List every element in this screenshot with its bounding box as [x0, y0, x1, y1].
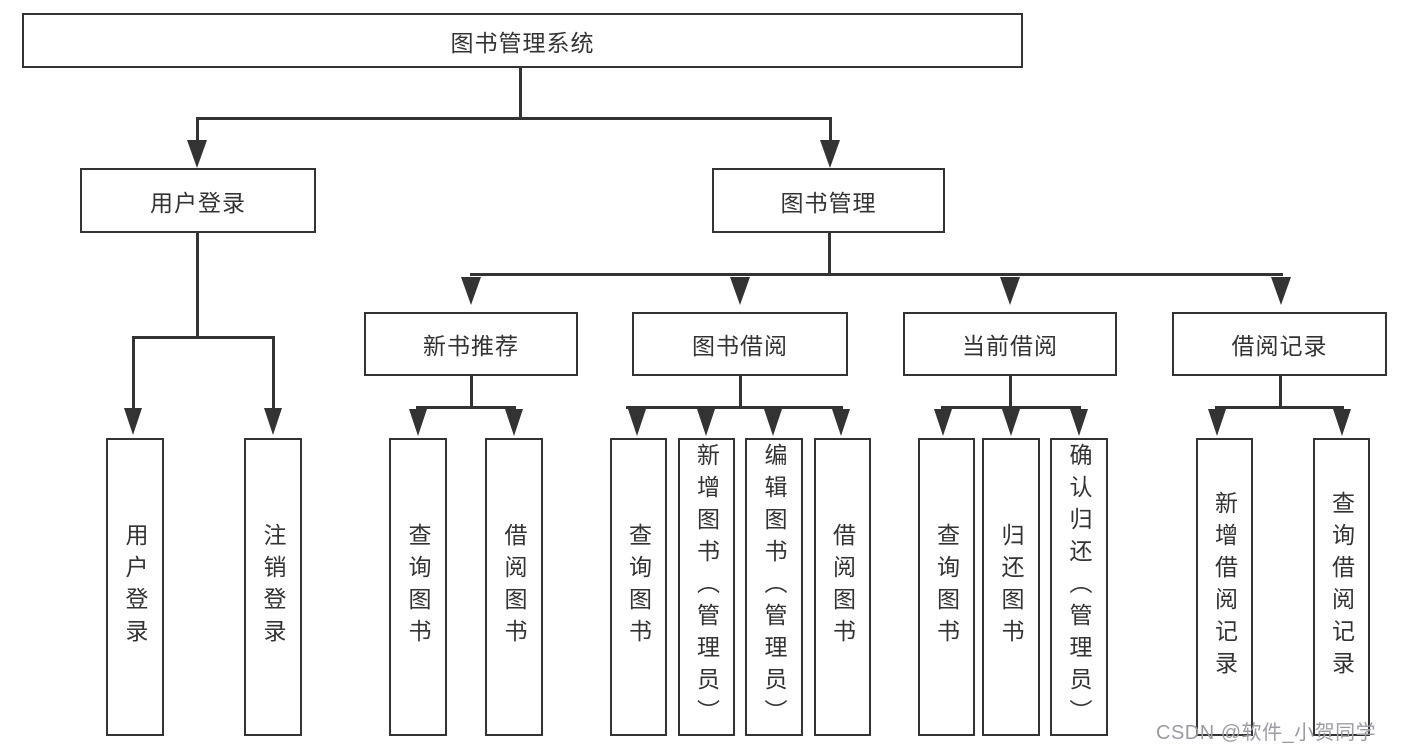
leaf-confirm-return-admin: 确认归还（管理员）: [1050, 438, 1108, 736]
leaf-add-borrow-record: 新增借阅记录: [1196, 438, 1253, 736]
arrowhead-down-icon: [409, 409, 427, 436]
leaf-query-books-recommend: 查询图书: [389, 438, 447, 736]
connector-book-management-stem: [828, 233, 831, 276]
connector-level3-horizontal: [470, 273, 1283, 276]
connector-root-stem: [519, 68, 522, 120]
arrowhead-down-icon: [697, 409, 715, 436]
leaf-confirm-return-admin-label: 确认归还（管理员）: [1066, 443, 1092, 731]
leaf-add-book-admin: 新增图书（管理员）: [678, 438, 735, 736]
node-current-borrow: 当前借阅: [903, 312, 1117, 376]
arrowhead-down-icon: [1333, 409, 1351, 436]
leaf-query-books-current-label: 查询图书: [933, 523, 960, 651]
leaf-query-borrow-record-label: 查询借阅记录: [1328, 491, 1355, 683]
connector-current-borrow-stem: [1009, 376, 1012, 409]
node-borrow-records-label: 借阅记录: [1231, 333, 1328, 359]
connector-borrow-records-stem: [1279, 376, 1282, 409]
connector-book-borrow-horizontal: [626, 406, 843, 409]
connector-drop-leaf-logout: [272, 339, 275, 409]
node-borrow-records: 借阅记录: [1172, 312, 1387, 376]
node-book-borrow: 图书借阅: [632, 312, 848, 376]
arrowhead-down-icon: [832, 409, 850, 436]
node-user-login: 用户登录: [80, 168, 316, 233]
node-root-library-system: 图书管理系统: [22, 13, 1023, 68]
leaf-return-books-label: 归还图书: [998, 523, 1024, 651]
arrowhead-down-icon: [730, 277, 750, 305]
leaf-add-book-admin-label: 新增图书（管理员）: [693, 443, 720, 731]
leaf-user-login: 用户登录: [106, 438, 164, 736]
connector-level2-horizontal: [196, 117, 832, 120]
connector-new-book-stem: [470, 376, 473, 409]
node-book-management-label: 图书管理: [780, 189, 877, 216]
connector-book-borrow-stem: [739, 376, 742, 409]
arrowhead-down-icon: [1208, 409, 1226, 436]
connector-drop-leaf-user-login: [132, 339, 135, 409]
arrowhead-down-icon: [820, 140, 840, 168]
connector-user-login-stem: [196, 233, 199, 339]
leaf-return-books: 归还图书: [982, 438, 1040, 736]
arrowhead-down-icon: [505, 409, 523, 436]
connector-drop-user-login: [196, 120, 199, 142]
leaf-edit-book-admin: 编辑图书（管理员）: [745, 438, 803, 736]
arrowhead-down-icon: [187, 140, 207, 168]
arrowhead-down-icon: [1000, 277, 1020, 305]
connector-borrow-records-horizontal: [1215, 406, 1344, 409]
arrowhead-down-icon: [628, 409, 646, 436]
node-new-book-recommend-label: 新书推荐: [423, 333, 519, 359]
arrowhead-down-icon: [1271, 277, 1291, 305]
leaf-borrow-books-recommend-label: 借阅图书: [501, 523, 527, 651]
node-user-login-label: 用户登录: [150, 189, 246, 216]
leaf-logout-label: 注销登录: [260, 523, 286, 651]
leaf-add-borrow-record-label: 新增借阅记录: [1211, 491, 1238, 683]
leaf-query-borrow-record: 查询借阅记录: [1313, 438, 1370, 736]
leaf-edit-book-admin-label: 编辑图书（管理员）: [761, 443, 787, 731]
arrowhead-down-icon: [1002, 409, 1020, 436]
leaf-user-login-label: 用户登录: [122, 523, 148, 651]
arrowhead-down-icon: [461, 277, 481, 305]
node-new-book-recommend: 新书推荐: [364, 312, 578, 376]
arrowhead-down-icon: [124, 408, 142, 435]
arrowhead-down-icon: [264, 408, 282, 435]
node-book-management: 图书管理: [712, 168, 945, 233]
connector-user-login-horizontal: [132, 336, 275, 339]
leaf-logout: 注销登录: [244, 438, 302, 736]
node-root-label: 图书管理系统: [450, 29, 595, 56]
leaf-query-books-current: 查询图书: [918, 438, 975, 736]
connector-new-book-horizontal: [416, 406, 516, 409]
connector-current-borrow-horizontal: [941, 406, 1081, 409]
connector-drop-book-management: [829, 120, 832, 142]
leaf-borrow-books: 借阅图书: [814, 438, 871, 736]
node-book-borrow-label: 图书借阅: [692, 333, 788, 359]
leaf-borrow-books-label: 借阅图书: [829, 523, 856, 651]
csdn-watermark: CSDN @软件_小贺同学: [1156, 722, 1377, 744]
arrowhead-down-icon: [764, 409, 782, 436]
arrowhead-down-icon: [934, 409, 952, 436]
leaf-query-books-borrow: 查询图书: [610, 438, 667, 736]
node-current-borrow-label: 当前借阅: [962, 333, 1058, 359]
leaf-query-books-recommend-label: 查询图书: [405, 523, 431, 651]
arrowhead-down-icon: [1070, 409, 1088, 436]
leaf-borrow-books-recommend: 借阅图书: [485, 438, 543, 736]
leaf-query-books-borrow-label: 查询图书: [625, 523, 652, 651]
